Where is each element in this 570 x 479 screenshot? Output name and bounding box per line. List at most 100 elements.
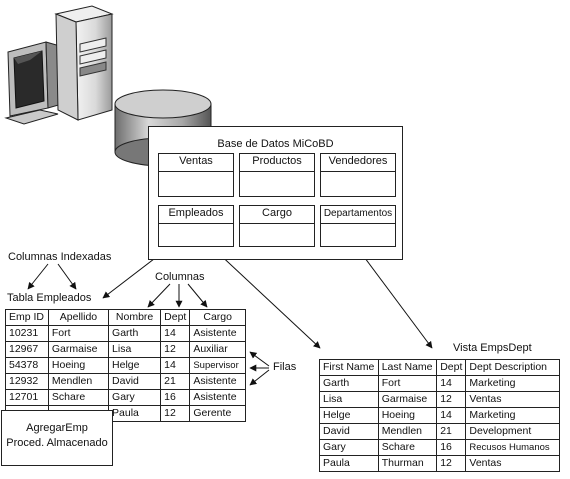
cell: 12 [160,341,191,358]
table-name-label: Tabla Empleados [7,292,92,304]
column-header: Dept [160,309,191,326]
column-header: Apellido [47,309,110,326]
cell: Gary [108,389,162,406]
db-table-label: Ventas [179,155,213,167]
computer-tower-icon [54,5,114,121]
cell: Asistente [189,373,246,390]
cell: Fort [47,325,110,342]
db-table-vendedores[interactable]: Vendedores [320,153,396,197]
procedure-type: Proced. Almacenado [6,437,108,449]
cell: Schare [377,439,438,456]
cell: 12 [436,391,467,408]
db-table-empleados[interactable]: Empleados [158,205,234,247]
table-row: 54378 Hoeing Helge 14 Supervisor [5,357,246,374]
table-row: 10231 Fort Garth 14 Asistente [5,325,246,342]
stored-procedure-box[interactable]: AgregarEmp Proced. Almacenado [1,410,113,466]
view-name-label: Vista EmpsDept [453,342,532,354]
table-header-row: Emp ID Apellido Nombre Dept Cargo [5,309,246,326]
cell: Helge [108,357,162,374]
table-row: Gary Schare 16 Recusos Humanos [319,439,560,456]
arrow-indexed-1 [27,263,49,290]
cell: 12701 [5,389,49,406]
cell: Ventas [465,391,560,408]
empleados-table: Emp ID Apellido Nombre Dept Cargo 10231 … [5,309,246,422]
table-row: Garth Fort 14 Marketing [319,375,560,392]
cell: Marketing [465,375,560,392]
cell: Asistente [189,325,246,342]
cell: Supervisor [189,357,246,374]
db-table-label: Empleados [168,207,224,219]
cell: Lisa [108,341,162,358]
cell: 12 [160,405,191,422]
cell: Gerente [189,405,246,422]
cell: 14 [160,325,191,342]
cell: 14 [436,407,467,424]
cell: 12932 [5,373,49,390]
table-row: David Mendlen 21 Development [319,423,560,440]
cell: Mendlen [377,423,438,440]
table-row: 12967 Garmaise Lisa 12 Auxiliar [5,341,246,358]
cell: Auxiliar [189,341,246,358]
arrow-indexed-2 [57,263,77,290]
cell: 16 [160,389,191,406]
cell: Garmaise [47,341,110,358]
arrow-columns-3 [187,283,208,308]
column-header: Dept Description [465,359,560,376]
table-row: Helge Hoeing 14 Marketing [319,407,560,424]
cell: 21 [436,423,467,440]
cell: Paula [319,455,379,472]
cell: Garth [319,375,379,392]
table-row: Paula Thurman 12 Ventas [319,455,560,472]
cell: 14 [436,375,467,392]
column-header: Emp ID [5,309,49,326]
table-row: Lisa Garmaise 12 Ventas [319,391,560,408]
arrow-rows-3 [249,369,270,386]
database-title: Base de Datos MiCoBD [217,138,334,150]
indexed-columns-label: Columnas Indexadas [8,251,112,263]
cell: Hoeing [47,357,110,374]
database-box: Base de Datos MiCoBD Ventas Productos Ve… [148,126,403,260]
db-table-cargo[interactable]: Cargo [239,205,315,247]
cell: Marketing [465,407,560,424]
db-table-label: Cargo [262,207,292,219]
table-row: 12701 Schare Gary 16 Asistente [5,389,246,406]
cell: 10231 [5,325,49,342]
cell: 21 [160,373,191,390]
arrow-columns-1 [147,283,171,308]
cell: 12 [436,455,467,472]
cell: 54378 [5,357,49,374]
cell: Lisa [319,391,379,408]
cell: Ventas [465,455,560,472]
cell: Paula [108,405,162,422]
column-header: Dept [436,359,467,376]
db-table-label: Departamentos [323,208,393,219]
db-table-departamentos[interactable]: Departamentos [320,205,396,247]
cell: 16 [436,439,467,456]
table-header-row: First Name Last Name Dept Dept Descripti… [319,359,560,376]
cell: Schare [47,389,110,406]
column-header: Last Name [377,359,438,376]
cell: Mendlen [47,373,110,390]
db-table-ventas[interactable]: Ventas [158,153,234,197]
cell: Garth [108,325,162,342]
db-table-label: Vendedores [328,155,388,167]
column-header: Cargo [189,309,246,326]
cell: Thurman [377,455,438,472]
cell: 12967 [5,341,49,358]
cell: Garmaise [377,391,438,408]
cell: Gary [319,439,379,456]
cell: Asistente [189,389,246,406]
cell: Recusos Humanos [465,439,560,456]
db-table-productos[interactable]: Productos [239,153,315,197]
procedure-name: AgregarEmp [26,422,88,434]
column-header: Nombre [108,309,162,326]
monitor-icon [4,41,63,125]
cell: Development [465,423,560,440]
cell: Hoeing [377,407,438,424]
cell: 14 [160,357,191,374]
cell: Fort [377,375,438,392]
cell: David [319,423,379,440]
table-row: 12932 Mendlen David 21 Asistente [5,373,246,390]
empsdept-view-table: First Name Last Name Dept Dept Descripti… [319,359,560,472]
db-table-label: Productos [252,155,302,167]
